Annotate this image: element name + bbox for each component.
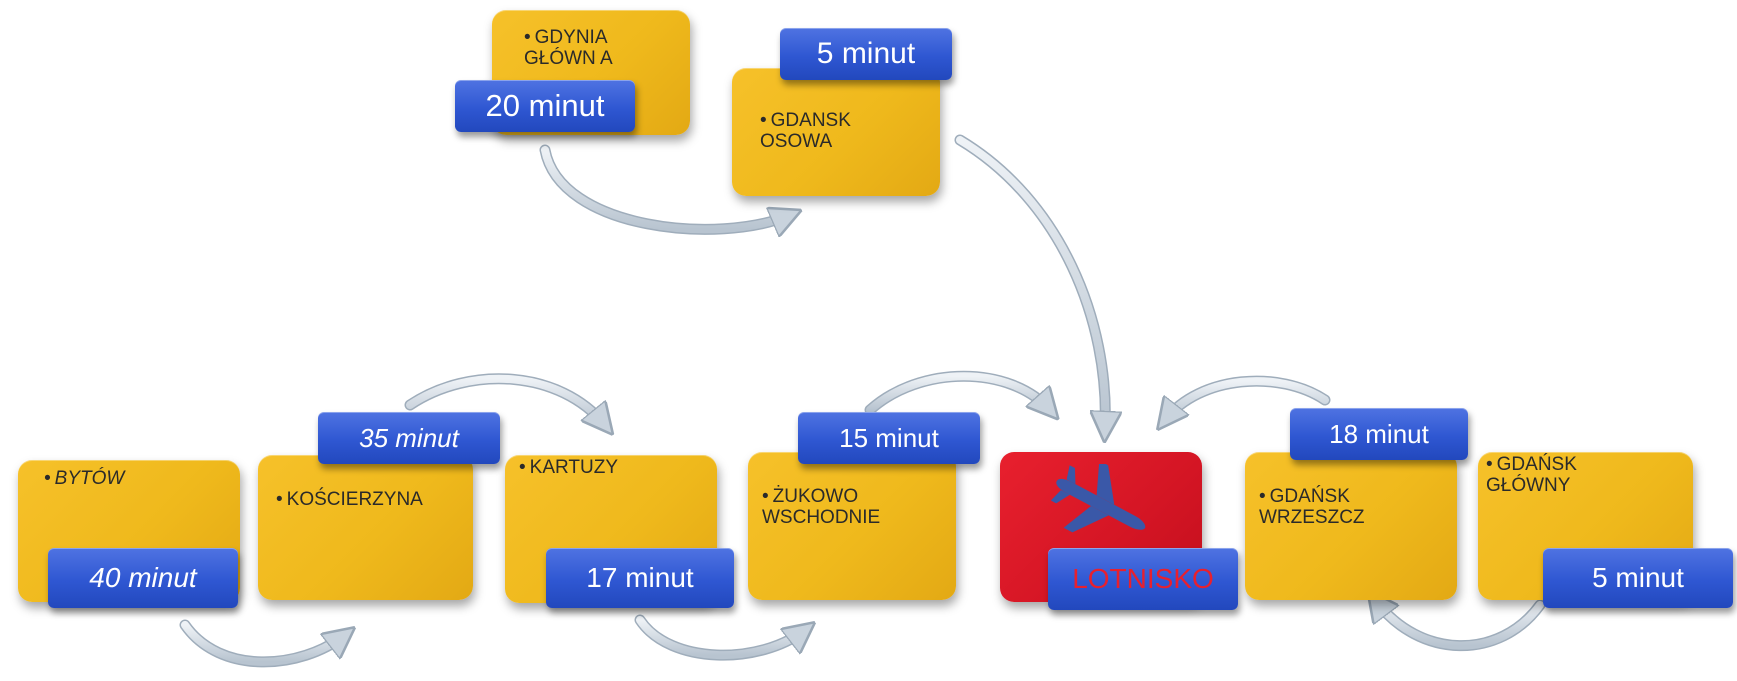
- station-label-glowny: GDAŃSK GŁÓWNY: [1486, 454, 1596, 496]
- station-card-osowa: GDANSK OSOWA: [732, 68, 940, 196]
- airport-label: LOTNISKO: [1048, 548, 1238, 610]
- station-card-zukowo: ŻUKOWO WSCHODNIE: [748, 452, 956, 600]
- station-card-wrzeszcz: GDAŃSK WRZESZCZ: [1245, 452, 1457, 600]
- station-card-koscierzyna: KOŚCIERZYNA: [258, 455, 473, 600]
- time-tag-wrzeszcz: 18 minut: [1290, 408, 1468, 460]
- station-label-zukowo: ŻUKOWO WSCHODNIE: [762, 486, 912, 528]
- time-tag-osowa: 5 minut: [780, 28, 952, 80]
- station-label-kartuzy: KARTUZY: [519, 457, 618, 478]
- time-tag-gdynia: 20 minut: [455, 80, 635, 132]
- station-label-osowa: GDANSK OSOWA: [760, 110, 890, 152]
- time-tag-kartuzy: 17 minut: [546, 548, 734, 608]
- station-label-wrzeszcz: GDAŃSK WRZESZCZ: [1259, 486, 1409, 528]
- time-tag-koscierzyna: 35 minut: [318, 412, 500, 464]
- station-label-koscierzyna: KOŚCIERZYNA: [276, 489, 423, 510]
- time-tag-glowny: 5 minut: [1543, 548, 1733, 608]
- station-label-bytow: BYTÓW: [44, 468, 125, 489]
- time-tag-zukowo: 15 minut: [798, 412, 980, 464]
- airplane-icon: [1050, 464, 1146, 533]
- time-tag-bytow: 40 minut: [48, 548, 238, 608]
- station-label-gdynia: GDYNIA GŁÓWN A: [524, 27, 634, 89]
